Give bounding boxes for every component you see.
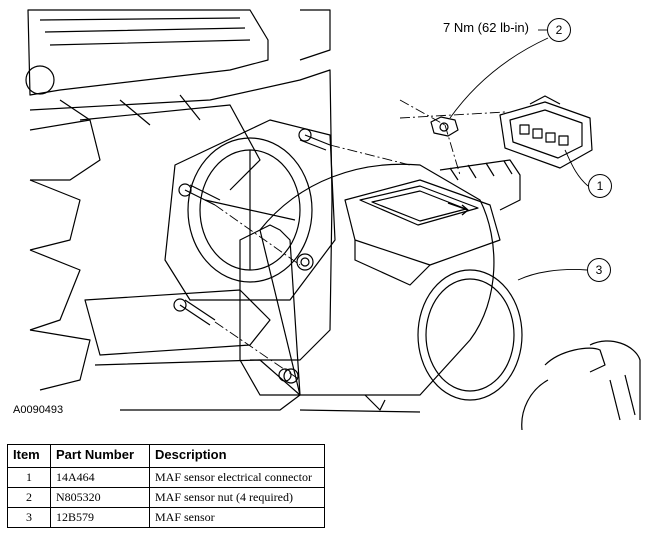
header-description: Description bbox=[149, 444, 325, 468]
sensor-nut bbox=[430, 116, 459, 137]
figure-id: A0090493 bbox=[13, 404, 64, 416]
alignment-lines bbox=[214, 99, 506, 381]
sensor-module bbox=[344, 159, 521, 286]
housing-flange bbox=[164, 119, 336, 382]
cell-part-number: N805320 bbox=[50, 487, 150, 508]
torque-spec-label: 7 Nm (62 lb-in) bbox=[443, 20, 529, 35]
adjacent-component bbox=[521, 340, 641, 430]
header-part-number: Part Number bbox=[50, 444, 150, 468]
callout-2: 2 bbox=[547, 18, 571, 42]
table-row: 3 12B579 MAF sensor bbox=[7, 507, 325, 528]
air-cleaner-housing bbox=[25, 9, 421, 413]
cell-item: 2 bbox=[7, 487, 51, 508]
electrical-connector bbox=[499, 95, 593, 169]
maf-sensor-body bbox=[239, 163, 523, 411]
callout-1: 1 bbox=[588, 174, 612, 198]
table-row: 1 14A464 MAF sensor electrical connector bbox=[7, 467, 325, 488]
cell-part-number: 12B579 bbox=[50, 507, 150, 528]
table-row: 2 N805320 MAF sensor nut (4 required) bbox=[7, 487, 325, 508]
maf-sensor-illustration bbox=[25, 9, 641, 430]
cell-part-number: 14A464 bbox=[50, 467, 150, 488]
table-header-row: Item Part Number Description bbox=[7, 444, 325, 468]
cell-description: MAF sensor bbox=[149, 507, 325, 528]
header-item: Item bbox=[7, 444, 51, 468]
callout-3: 3 bbox=[587, 258, 611, 282]
cell-description: MAF sensor nut (4 required) bbox=[149, 487, 325, 508]
cell-item: 3 bbox=[7, 507, 51, 528]
studs bbox=[179, 134, 331, 326]
cell-item: 1 bbox=[7, 467, 51, 488]
leader-lines bbox=[449, 29, 589, 281]
cell-description: MAF sensor electrical connector bbox=[149, 467, 325, 488]
parts-table: Item Part Number Description 1 14A464 MA… bbox=[7, 444, 325, 528]
